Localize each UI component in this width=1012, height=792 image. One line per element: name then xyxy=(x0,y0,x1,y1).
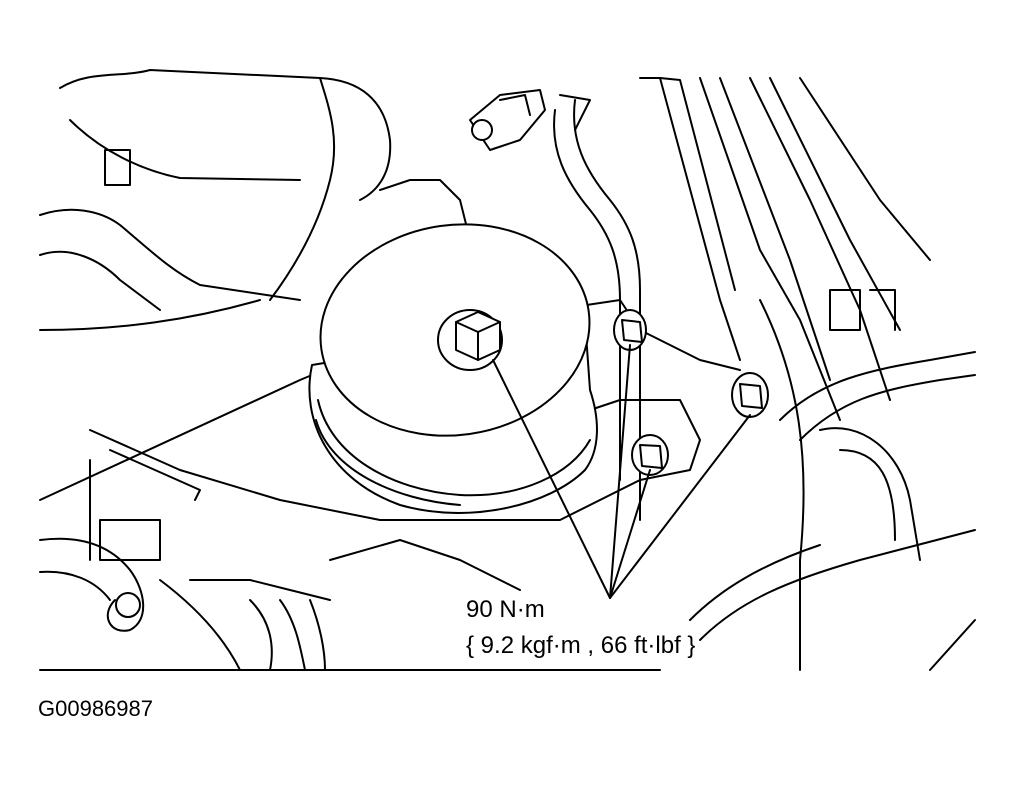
callout-leaders xyxy=(492,344,751,599)
lower-components xyxy=(39,459,661,671)
line-clip xyxy=(469,89,546,151)
figure-id: G00986987 xyxy=(38,696,153,722)
torque-value-alt-units: { 9.2 kgf·m , 66 ft·lbf } xyxy=(462,632,700,660)
torque-value-nm: 90 N·m xyxy=(462,596,549,624)
intake-hose xyxy=(39,69,471,331)
engine-mount xyxy=(308,223,598,514)
fuel-lines xyxy=(553,77,976,671)
bracket-bolts xyxy=(613,309,769,476)
